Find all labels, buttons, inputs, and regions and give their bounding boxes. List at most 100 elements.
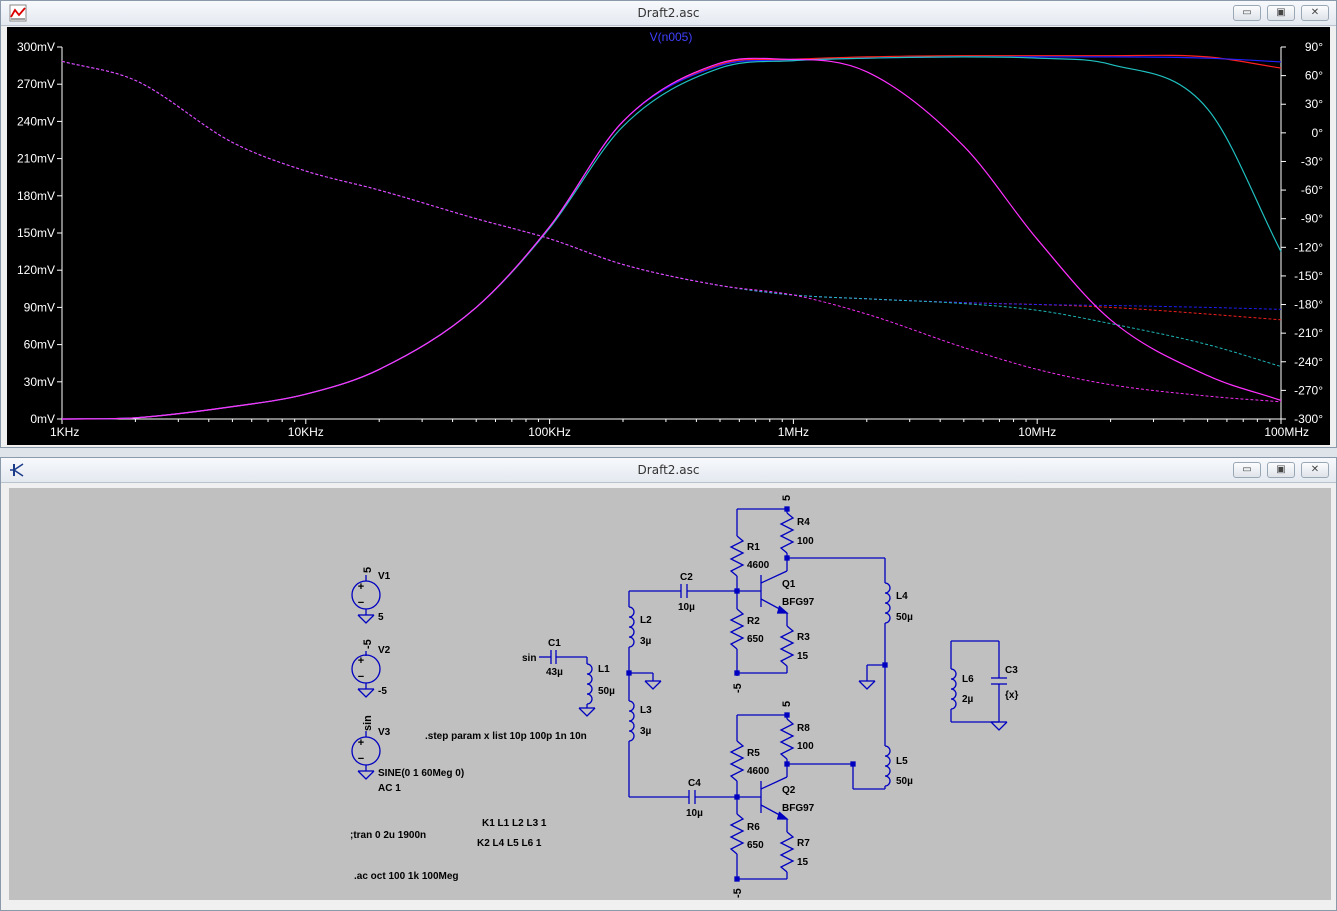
r7-ref: R7: [797, 838, 810, 849]
close-button[interactable]: ✕: [1301, 5, 1329, 21]
r2-value: 650: [747, 634, 764, 645]
y-right-tick-label: -90°: [1301, 212, 1323, 226]
y-left-tick-label: 300mV: [17, 40, 55, 54]
l3-ref: L3: [640, 705, 652, 716]
l5-ref: L5: [896, 756, 908, 767]
upper-amplifier-stage[interactable]: [680, 506, 891, 746]
y-left-tick-label: 270mV: [17, 77, 55, 91]
restore-button[interactable]: ▣: [1267, 5, 1295, 21]
waveform-titlebar[interactable]: Draft2.asc ▭ ▣ ✕: [1, 1, 1336, 26]
tran-comment[interactable]: ;tran 0 2u 1900n: [350, 830, 426, 841]
y-right-tick-label: -210°: [1294, 326, 1323, 340]
phase-trace-1: [61, 60, 1282, 321]
phase-trace-4: [61, 60, 1282, 403]
v3-net: sin: [362, 715, 374, 731]
c3-ref: C3: [1005, 665, 1018, 676]
v1-value: 5: [378, 612, 384, 623]
v3-ref: V3: [378, 727, 391, 738]
r3-value: 15: [797, 651, 809, 662]
l2-value: 3µ: [640, 636, 652, 647]
source-v3[interactable]: + −: [351, 731, 381, 780]
tank-circuit[interactable]: [950, 640, 1008, 731]
schematic-window: Draft2.asc ▭ ▣ ✕ + − 5 V1 5: [0, 457, 1337, 911]
r3-ref: R3: [797, 632, 810, 643]
v2-value: -5: [378, 686, 387, 697]
y-right-tick-label: 0°: [1312, 126, 1324, 140]
trace-title[interactable]: V(n005): [650, 30, 693, 44]
k2-directive[interactable]: K2 L4 L5 L6 1: [477, 838, 542, 849]
schematic-window-title: Draft2.asc: [637, 463, 700, 477]
magnitude-trace-1: [61, 54, 1282, 420]
source-v1[interactable]: + −: [351, 575, 381, 624]
y-left-tick-label: 0mV: [30, 412, 55, 426]
y-left-tick-label: 240mV: [17, 114, 55, 128]
lower-amplifier-stage[interactable]: [688, 712, 891, 882]
y-right-tick-label: 30°: [1305, 97, 1323, 111]
schematic-titlebar[interactable]: Draft2.asc ▭ ▣ ✕: [1, 458, 1336, 483]
c1-value: 43µ: [546, 667, 563, 678]
l4-value: 50µ: [896, 612, 913, 623]
c3-value: {x}: [1005, 690, 1018, 701]
r4-value: 100: [797, 536, 814, 547]
inductor-l3[interactable]: [628, 700, 689, 798]
input-net: sin: [522, 653, 536, 664]
q2-value: BFG97: [782, 803, 815, 814]
svg-text:+: +: [358, 581, 364, 593]
x-tick-label: 10KHz: [288, 425, 324, 439]
phase-trace-2: [61, 60, 1282, 310]
r4-ref: R4: [797, 517, 810, 528]
svg-text:−: −: [358, 753, 364, 765]
schematic-canvas[interactable]: + − 5 V1 5 + − -5 V2 -5 +: [9, 488, 1331, 900]
minimize-button[interactable]: ▭: [1233, 5, 1261, 21]
upper-ground: -5: [732, 683, 744, 693]
restore-button[interactable]: ▣: [1267, 462, 1295, 478]
waveform-window-title: Draft2.asc: [637, 6, 700, 20]
step-directive[interactable]: .step param x list 10p 100p 1n 10n: [425, 731, 587, 742]
c4-value: 10µ: [686, 808, 703, 819]
v2-ref: V2: [378, 645, 391, 656]
plot-axes: [61, 47, 1282, 420]
svg-text:+: +: [358, 737, 364, 749]
y-left-tick-label: 210mV: [17, 152, 55, 166]
x-tick-label: 100MHz: [1264, 425, 1309, 439]
inductor-l1[interactable]: [578, 663, 596, 717]
l6-value: 2µ: [962, 694, 974, 705]
l6-ref: L6: [962, 674, 974, 685]
schematic-drawing[interactable]: + − 5 V1 5 + − -5 V2 -5 +: [9, 488, 1331, 900]
q2-ref: Q2: [782, 785, 796, 796]
y-right-tick-label: -180°: [1294, 298, 1323, 312]
upper-supply: 5: [781, 495, 793, 501]
y-left-tick-label: 180mV: [17, 189, 55, 203]
v3-value-sine: SINE(0 1 60Meg 0): [378, 768, 464, 779]
close-button[interactable]: ✕: [1301, 462, 1329, 478]
magnitude-trace-4: [61, 57, 1282, 420]
l3-value: 3µ: [640, 726, 652, 737]
x-tick-label: 100KHz: [528, 425, 571, 439]
x-tick-label: 1MHz: [778, 425, 809, 439]
k1-directive[interactable]: K1 L1 L2 L3 1: [482, 818, 547, 829]
y-right-tick-labels: 90°60°30°0°-30°-60°-90°-120°-150°-180°-2…: [1281, 40, 1323, 426]
v3-value-ac: AC 1: [378, 783, 401, 794]
q1-ref: Q1: [782, 579, 796, 590]
v1-ref: V1: [378, 571, 391, 582]
y-right-tick-label: 90°: [1305, 40, 1323, 54]
q1-value: BFG97: [782, 597, 815, 608]
capacitor-c1[interactable]: [539, 650, 588, 664]
ac-directive[interactable]: .ac oct 100 1k 100Meg: [354, 871, 459, 882]
svg-text:+: +: [358, 655, 364, 667]
minimize-button[interactable]: ▭: [1233, 462, 1261, 478]
magnitude-trace-3: [61, 56, 1282, 420]
source-v2[interactable]: + −: [351, 651, 381, 698]
r8-value: 100: [797, 741, 814, 752]
waveform-app-icon: [9, 4, 27, 22]
r5-ref: R5: [747, 748, 760, 759]
inductor-l2[interactable]: [626, 590, 681, 701]
y-left-tick-labels: 300mV270mV240mV210mV180mV150mV120mV90mV6…: [17, 40, 62, 426]
l5-value: 50µ: [896, 776, 913, 787]
c2-value: 10µ: [678, 602, 695, 613]
svg-text:−: −: [358, 671, 364, 683]
